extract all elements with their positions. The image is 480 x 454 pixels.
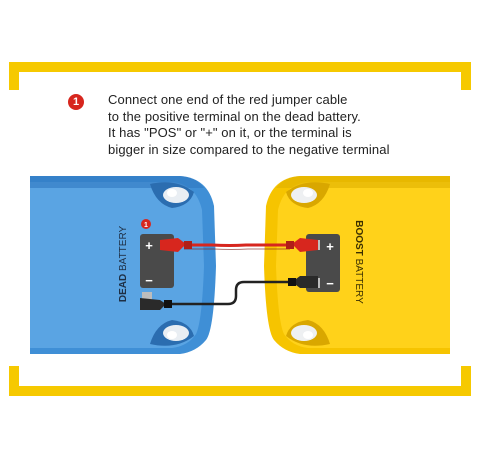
- frame-top-left-leg: [9, 62, 19, 90]
- frame-bottom-left-leg: [9, 366, 19, 396]
- boost-car: BOOST BATTERY + −: [264, 176, 450, 354]
- dead-car: DEAD BATTERY 1 + −: [30, 176, 216, 354]
- instruction-line: bigger in size compared to the negative …: [108, 141, 390, 157]
- red-clamp-dead: [160, 238, 192, 252]
- boost-car-headlight-bottom: [286, 320, 330, 346]
- instruction-text: Connect one end of the red jumper cable …: [108, 92, 448, 158]
- dead-battery-negative-terminal: [142, 292, 152, 300]
- dead-car-headlight-bottom: [150, 320, 194, 346]
- red-clamp-boost: [286, 238, 318, 252]
- dead-battery-negative-symbol: −: [145, 273, 153, 288]
- instruction-line: It has "POS" or "+" on it, or the termin…: [108, 125, 352, 140]
- frame-top-bar: [9, 62, 471, 72]
- boost-battery-label: BOOST BATTERY: [353, 220, 364, 304]
- black-jumper-cable: [140, 276, 318, 310]
- instruction-line: to the positive terminal on the dead bat…: [108, 108, 361, 124]
- red-jumper-cable: [160, 238, 318, 252]
- boost-battery-negative-symbol: −: [326, 276, 334, 291]
- black-clamp-dead: [140, 298, 172, 310]
- dead-battery-step-marker: [141, 219, 151, 229]
- boost-battery-positive-symbol: +: [326, 239, 334, 254]
- svg-text:1: 1: [144, 222, 148, 229]
- boost-car-headlight-top: [286, 182, 330, 208]
- dead-battery-label: DEAD BATTERY: [118, 226, 129, 303]
- dead-car-headlight-top: [150, 182, 194, 208]
- step-number-badge: 1: [68, 94, 84, 110]
- frame-bottom-bar: [9, 386, 471, 396]
- frame-bottom-right-leg: [461, 366, 471, 396]
- black-clamp-boost: [288, 276, 318, 288]
- instruction-line: Connect one end of the red jumper cable: [108, 92, 348, 107]
- dead-battery-positive-symbol: +: [145, 238, 153, 253]
- frame-top-right-leg: [461, 62, 471, 90]
